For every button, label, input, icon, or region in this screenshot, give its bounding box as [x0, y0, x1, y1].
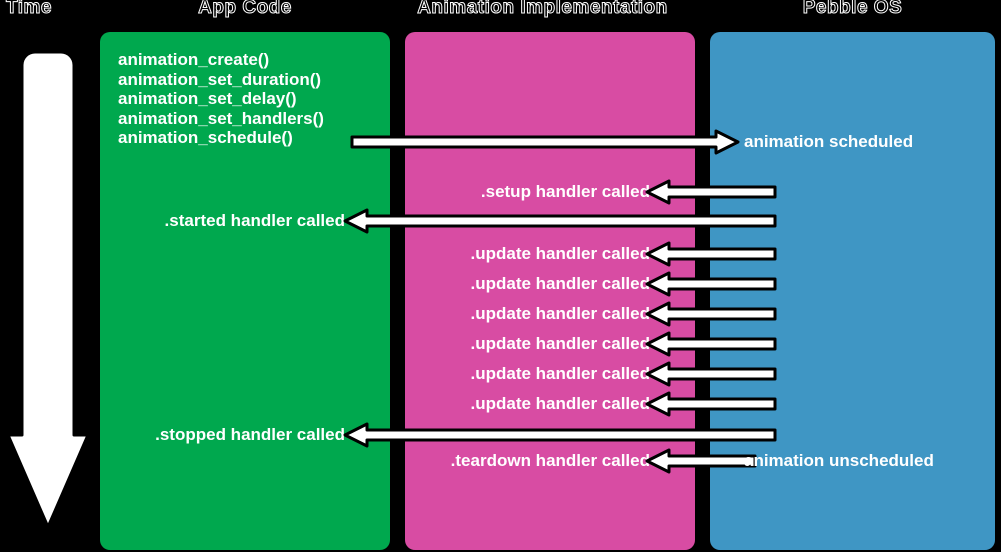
row-label-stopped-handler: .stopped handler called	[155, 425, 345, 444]
row-label-update-handler-1: .update handler called	[470, 244, 651, 263]
api-call-2: animation_set_duration()	[118, 69, 322, 89]
flow-arrow-update-handler-5	[645, 360, 777, 388]
flow-arrow-update-handler-3	[645, 300, 777, 328]
row-label-teardown-handler: .teardown handler called	[450, 451, 650, 470]
row-label-animation-scheduled: animation scheduled	[744, 132, 914, 151]
flow-arrow-started-handler	[343, 207, 777, 235]
api-call-1: animation_create()	[118, 50, 270, 69]
api-call-3: animation_set_delay()	[118, 89, 297, 108]
row-label-update-handler-6: .update handler called	[470, 394, 651, 413]
flow-arrow-update-handler-4	[645, 330, 777, 358]
flow-arrow-setup-handler	[645, 178, 777, 206]
row-label-started-handler: .started handler called	[164, 211, 345, 230]
row-label-setup-handler: .setup handler called	[480, 182, 650, 201]
row-label-update-handler-3: .update handler called	[470, 304, 651, 323]
column-header-time: Time	[6, 0, 53, 19]
lane-animation-implementation	[405, 32, 695, 550]
row-label-animation-unscheduled: animation unscheduled	[744, 451, 934, 470]
column-header-app-code: App Code	[198, 0, 292, 19]
row-label-update-handler-2: .update handler called	[470, 274, 651, 293]
row-label-update-handler-5: .update handler called	[470, 364, 651, 383]
column-header-animation-implementation: Animation Implementation	[417, 0, 668, 19]
api-call-4: animation_set_handlers()	[118, 108, 324, 128]
app-code-api-call-list: animation_create()animation_set_duration…	[118, 50, 324, 148]
row-label-update-handler-4: .update handler called	[470, 334, 651, 353]
api-call-5: animation_schedule()	[118, 128, 293, 147]
flow-arrow-update-handler-6	[645, 390, 777, 418]
flow-arrow-stopped-handler	[343, 421, 777, 449]
lane-pebble-os	[710, 32, 995, 550]
flow-arrow-update-handler-1	[645, 240, 777, 268]
flow-arrow-update-handler-2	[645, 270, 777, 298]
flow-arrow-teardown-handler	[645, 447, 757, 475]
time-down-arrow-icon	[6, 42, 90, 537]
flow-arrow-animation-scheduled	[350, 128, 740, 156]
column-header-pebble-os: Pebble OS	[802, 0, 903, 19]
lane-app-code	[100, 32, 390, 550]
